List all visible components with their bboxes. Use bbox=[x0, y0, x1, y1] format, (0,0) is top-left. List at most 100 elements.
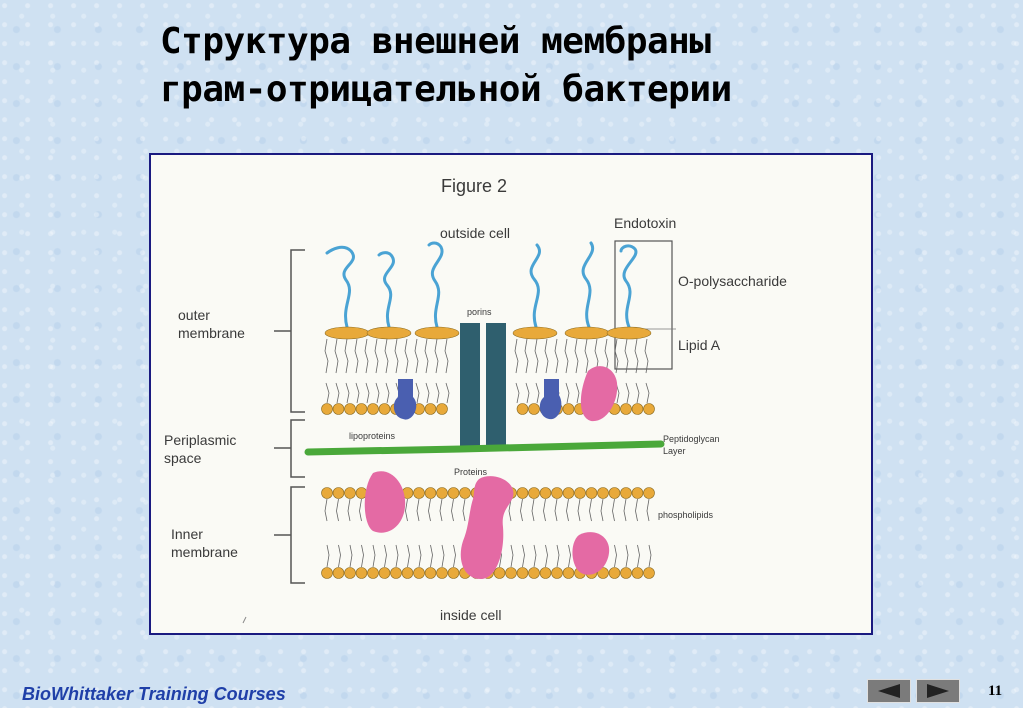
lipid-tail bbox=[612, 498, 615, 522]
lipid-tail bbox=[635, 382, 640, 404]
phospholipid-head bbox=[539, 487, 552, 499]
phospholipid-head bbox=[424, 403, 437, 415]
bracket-periplasm bbox=[290, 419, 305, 478]
lipid-tail bbox=[577, 498, 581, 522]
prev-slide-button[interactable] bbox=[867, 679, 911, 703]
lipid-tail bbox=[334, 338, 339, 374]
lipid-tail bbox=[531, 498, 535, 522]
label-peptidoglycan-1: Peptidoglycan bbox=[663, 434, 720, 444]
phospholipid-head bbox=[321, 403, 333, 415]
lipid-tail bbox=[425, 382, 430, 404]
o-polysaccharide-chains bbox=[325, 241, 638, 329]
lipid-tail bbox=[374, 338, 379, 374]
phospholipid-head bbox=[367, 403, 379, 415]
lipid-tail bbox=[385, 382, 390, 404]
bracket-outer-membrane bbox=[290, 249, 305, 413]
label-outer-1: outer bbox=[178, 307, 210, 323]
lipid-tail bbox=[424, 338, 429, 374]
lipid-tail bbox=[520, 498, 523, 522]
phospholipid-head bbox=[390, 567, 402, 579]
phospholipid-head bbox=[585, 487, 598, 499]
footer-credit: BioWhittaker Training Courses bbox=[22, 684, 286, 704]
lipid-tail bbox=[441, 544, 445, 568]
lipid-tail bbox=[444, 338, 449, 374]
lipid-tail bbox=[445, 382, 450, 404]
endotoxin-box bbox=[614, 240, 673, 370]
lipid-tail bbox=[338, 544, 341, 568]
label-phospholipids: phospholipids bbox=[658, 510, 714, 520]
lipid-tail bbox=[361, 544, 364, 568]
lipid-tail bbox=[589, 498, 592, 522]
label-inner-1: Inner bbox=[171, 526, 203, 542]
lipid-tail bbox=[625, 544, 629, 568]
lipid-tail bbox=[600, 498, 604, 522]
lipid-tail bbox=[646, 498, 650, 522]
phospholipid-head bbox=[597, 487, 609, 499]
phospholipid-head bbox=[562, 487, 575, 499]
lipid-tail bbox=[384, 338, 389, 374]
phospholipid-head bbox=[597, 567, 609, 579]
membrane-figure: Figure 2 outside cell inside cell Endoto… bbox=[149, 153, 873, 635]
lipid-tail bbox=[416, 498, 420, 522]
membrane-diagram: Figure 2 outside cell inside cell Endoto… bbox=[164, 176, 787, 624]
lipid-tail bbox=[545, 544, 548, 568]
phospholipid-head bbox=[344, 567, 356, 579]
lipid-tail bbox=[336, 498, 339, 522]
lipid-tail bbox=[359, 498, 362, 522]
phospholipid-head bbox=[332, 567, 345, 579]
lipid-tail bbox=[554, 338, 559, 374]
phospholipid-head bbox=[643, 567, 655, 579]
lipid-a-heads bbox=[324, 326, 652, 340]
phospholipid-head bbox=[447, 487, 460, 499]
lipid-tail bbox=[405, 498, 408, 522]
lipid-tail bbox=[645, 382, 650, 404]
phospholipid-head bbox=[424, 567, 437, 579]
lipid-tail bbox=[564, 338, 569, 374]
lipid-tail bbox=[335, 382, 340, 404]
lipid-tail bbox=[384, 544, 387, 568]
lipoprotein-left bbox=[393, 379, 417, 420]
lipid-tail bbox=[414, 338, 419, 374]
lipid-tail bbox=[345, 382, 350, 404]
label-o-polysaccharide: O-polysaccharide bbox=[678, 273, 787, 289]
label-inner-2: membrane bbox=[171, 544, 238, 560]
phospholipid-head bbox=[631, 487, 644, 499]
phospholipid-head bbox=[643, 403, 655, 415]
phospholipid-head bbox=[378, 567, 391, 579]
lipid-tail bbox=[515, 382, 520, 404]
lipid-tail bbox=[349, 544, 353, 568]
lipid-tail bbox=[543, 498, 546, 522]
phospholipid-head bbox=[401, 567, 414, 579]
lipid-a-head bbox=[324, 326, 370, 340]
phospholipid-head bbox=[631, 403, 644, 415]
peptidoglycan-layer bbox=[304, 440, 665, 456]
phospholipid-head bbox=[528, 487, 540, 499]
phospholipid-head bbox=[528, 403, 540, 415]
label-porins: porins bbox=[467, 307, 492, 317]
lipid-tail bbox=[614, 338, 619, 374]
label-inside-cell: inside cell bbox=[440, 607, 501, 623]
phospholipid-head bbox=[332, 487, 345, 499]
lipid-tail bbox=[365, 382, 370, 404]
bracket-inner-membrane bbox=[290, 486, 305, 584]
label-periplasmic-1: Periplasmic bbox=[164, 432, 236, 448]
next-slide-button[interactable] bbox=[916, 679, 960, 703]
lipid-tail bbox=[584, 338, 589, 374]
lipid-tail bbox=[566, 498, 569, 522]
slide-title-line-1: Структура внешней мембраны bbox=[160, 21, 711, 62]
phospholipid-head bbox=[528, 567, 540, 579]
label-outer-2: membrane bbox=[178, 325, 245, 341]
label-proteins: Proteins bbox=[454, 467, 488, 477]
lipid-tail bbox=[451, 498, 454, 522]
lipid-tail bbox=[568, 544, 571, 568]
porin-right bbox=[486, 323, 506, 446]
lipid-tail bbox=[326, 544, 330, 568]
lipid-tail bbox=[428, 498, 431, 522]
phospholipid-head bbox=[620, 487, 632, 499]
lipid-tail bbox=[554, 498, 558, 522]
lipid-tail bbox=[524, 338, 529, 374]
lipid-tail bbox=[372, 544, 376, 568]
lipid-tail bbox=[324, 338, 329, 374]
lipid-tail bbox=[525, 382, 530, 404]
phospholipid-head bbox=[367, 567, 379, 579]
